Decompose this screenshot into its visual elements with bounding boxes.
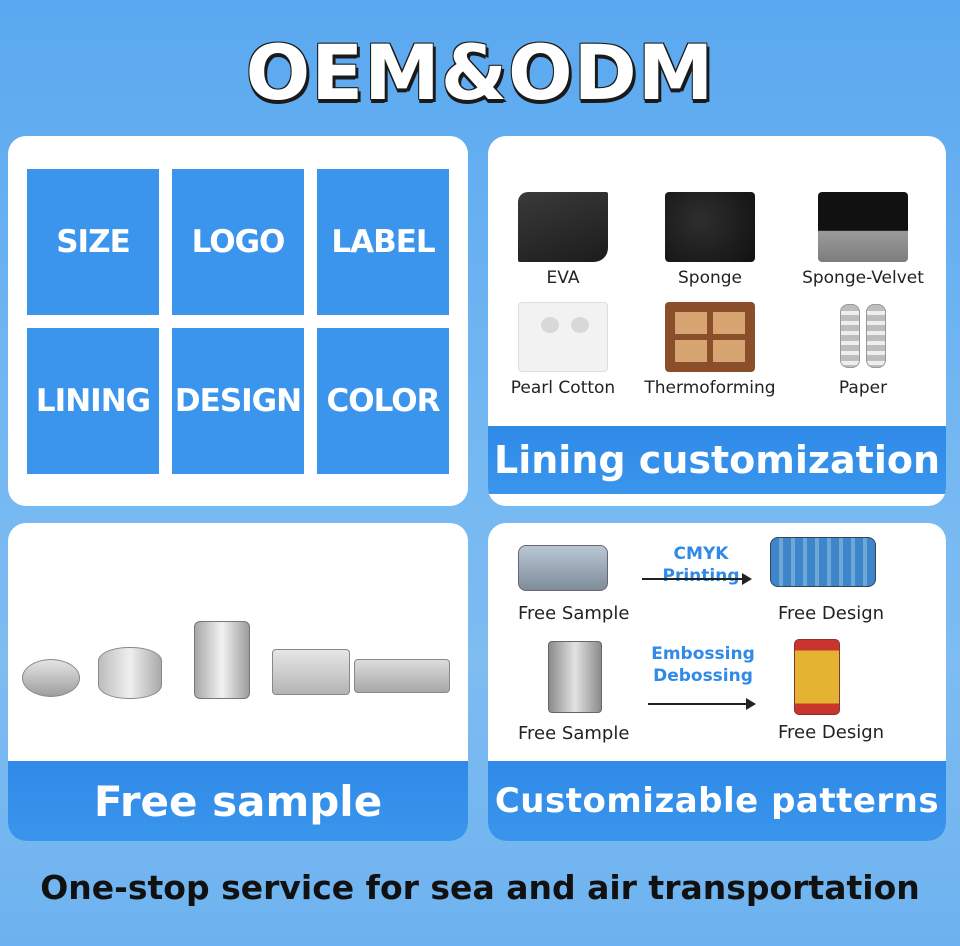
caption-free-sample: Free Sample [518,723,630,744]
headline: OEM&ODM [245,28,715,117]
sponge-image [665,192,755,262]
options-panel: SIZE LOGO LABEL LINING DESIGN COLOR [8,136,468,506]
material-label: Thermoforming [644,378,776,398]
eva-image [518,192,608,262]
arrow-right-icon [642,573,752,585]
material-eva: EVA [488,192,638,288]
plain-can-image [548,641,602,713]
material-sponge-velvet: Sponge-Velvet [788,192,938,288]
material-pearl-cotton: Pearl Cotton [488,302,638,398]
technique-cmyk: CMYK Printing [662,544,740,586]
material-label: Sponge [677,268,742,288]
tin-can-tall [194,621,250,699]
sponge-velvet-image [818,192,908,262]
option-tile-label: LABEL [317,169,449,315]
thermoforming-image [665,302,755,372]
material-thermoforming: Thermoforming [635,302,785,398]
patterns-panel: CMYK Printing Free Sample Free Design Em… [488,523,946,841]
plain-tin-image [518,545,608,591]
option-tile-logo: LOGO [172,169,304,315]
caption-free-design: Free Design [778,722,885,743]
lining-panel: EVA Sponge Sponge-Velvet Pearl Cotton Th… [488,136,946,506]
technique-embossing: Embossing Debossing [640,643,766,687]
option-tile-lining: LINING [27,328,159,474]
patterns-banner: Customizable patterns [488,761,946,841]
arrow-right-icon [648,698,756,710]
option-tile-size: SIZE [27,169,159,315]
material-label: Pearl Cotton [510,378,616,398]
technique-line: Embossing [651,644,755,664]
sample-panel: Free sample [8,523,468,841]
tin-oval-medium [98,647,162,699]
option-tile-design: DESIGN [172,328,304,474]
tin-window-lid [354,659,450,693]
pearl-cotton-image [518,302,608,372]
option-tile-color: COLOR [317,328,449,474]
material-label: Sponge-Velvet [802,268,924,288]
lining-banner: Lining customization [488,426,946,494]
material-label: EVA [546,268,580,288]
paper-image [818,302,908,372]
sample-banner: Free sample [8,761,468,841]
material-label: Paper [838,378,888,398]
printed-tin-image [770,537,876,587]
material-paper: Paper [788,302,938,398]
footer-tagline: One-stop service for sea and air transpo… [40,868,920,907]
caption-free-sample: Free Sample [518,603,630,624]
embossed-can-image [794,639,840,715]
caption-free-design: Free Design [778,603,885,624]
material-sponge: Sponge [635,192,785,288]
technique-line: Debossing [653,666,753,686]
tin-rect-lid [272,649,350,695]
tin-oval-small [22,659,80,697]
